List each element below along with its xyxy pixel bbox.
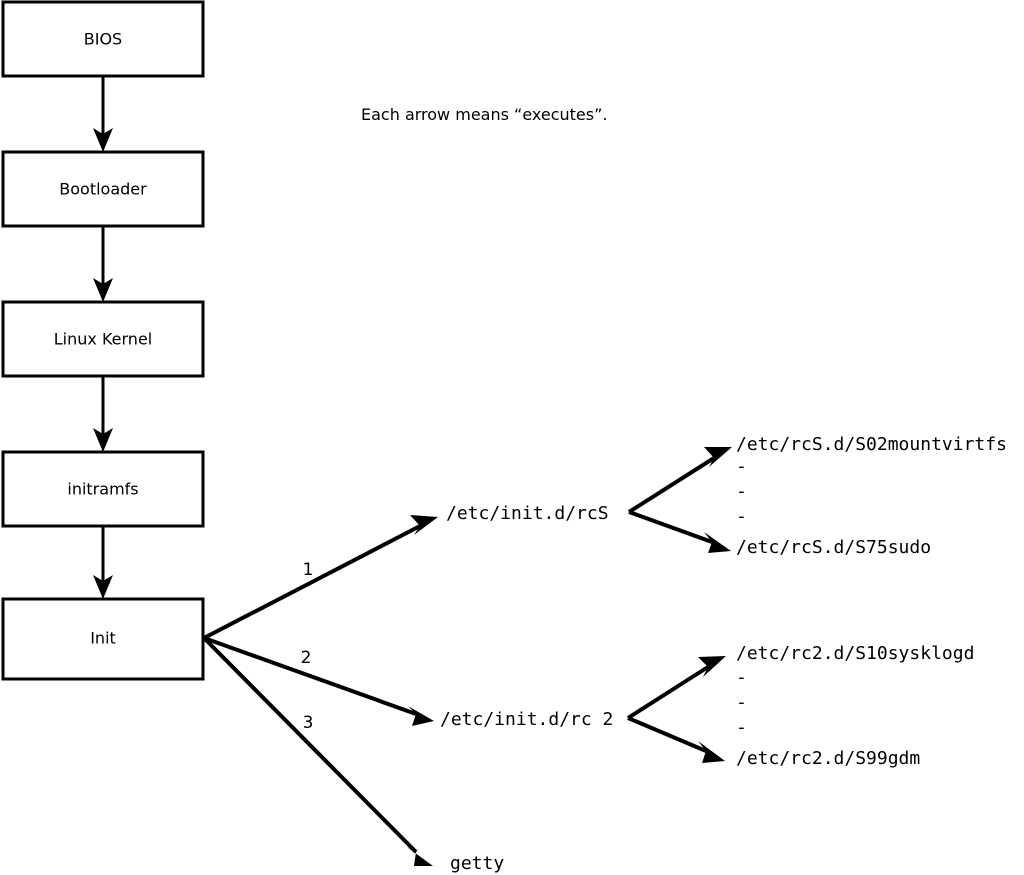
node-linux-kernel-label: Linux Kernel [54, 330, 152, 349]
node-initramfs-rect [1, 450, 205, 528]
arrow-head-icon [407, 847, 433, 866]
arrow-init-to-rc2 [203, 636, 434, 726]
arrow-rc2-to-first-script [626, 656, 726, 720]
label-rcs-first-script[interactable]: /etc/rcS.d/S02mountvirtfs [736, 434, 1007, 455]
node-bios[interactable]: BIOS [1, 0, 205, 78]
node-bootloader-rect [1, 150, 205, 228]
arrow-head-icon [698, 741, 725, 763]
rc2-ellipsis-dash-2: - [736, 692, 747, 713]
arrow-init-to-rcs [203, 515, 438, 640]
node-init-label: Init [90, 629, 116, 648]
label-rcs-last-script[interactable]: /etc/rcS.d/S75sudo [736, 537, 931, 558]
arrow-bootloader-to-kernel [93, 226, 113, 302]
arrow-kernel-to-initramfs [93, 376, 113, 452]
arrow-initramfs-to-init [93, 526, 113, 599]
diagram-caption: Each arrow means “executes”. [361, 105, 607, 124]
node-init-rect [1, 597, 205, 681]
arrow-head-icon [698, 656, 726, 677]
arrow-head-icon [704, 532, 731, 553]
arrow-head-icon [408, 706, 434, 726]
arrow-head-icon [93, 575, 113, 599]
rc2-ellipsis-dash-1: - [736, 667, 747, 688]
node-bootloader[interactable]: Bootloader [1, 150, 205, 228]
arrow-head-icon [410, 515, 438, 535]
label-rc2-last-script[interactable]: /etc/rc2.d/S99gdm [736, 748, 920, 769]
node-initramfs[interactable]: initramfs [1, 450, 205, 528]
arrow-init-to-getty [202, 636, 433, 866]
arrow-head-icon [93, 128, 113, 152]
rcs-ellipsis-dash-3: - [736, 506, 747, 527]
node-bios-label: BIOS [84, 30, 122, 49]
rcs-ellipsis-dash-2: - [736, 481, 747, 502]
label-rc2-first-script[interactable]: /etc/rc2.d/S10sysklogd [736, 643, 974, 664]
node-init[interactable]: Init [1, 597, 205, 681]
arrow-rcs-to-first-script [627, 447, 732, 514]
label-rcs-script[interactable]: /etc/init.d/rcS [446, 503, 609, 524]
edge-label-2: 2 [301, 648, 312, 668]
node-bootloader-label: Bootloader [59, 180, 147, 199]
node-bios-rect [1, 0, 205, 78]
arrow-rc2-to-last-script [627, 716, 725, 763]
edge-label-3: 3 [303, 713, 314, 733]
edge-label-1: 1 [303, 560, 314, 580]
arrow-head-icon [93, 428, 113, 452]
rcs-ellipsis-dash-1: - [736, 456, 747, 477]
arrow-head-icon [704, 447, 732, 467]
node-linux-kernel[interactable]: Linux Kernel [1, 300, 205, 378]
rc2-ellipsis-dash-3: - [736, 717, 747, 738]
arrow-rcs-to-last-script [628, 510, 731, 553]
label-getty[interactable]: getty [450, 853, 504, 874]
label-rc2-script[interactable]: /etc/init.d/rc 2 [440, 709, 613, 730]
arrow-head-icon [93, 278, 113, 302]
node-initramfs-label: initramfs [67, 480, 138, 499]
arrow-bios-to-bootloader [93, 76, 113, 152]
